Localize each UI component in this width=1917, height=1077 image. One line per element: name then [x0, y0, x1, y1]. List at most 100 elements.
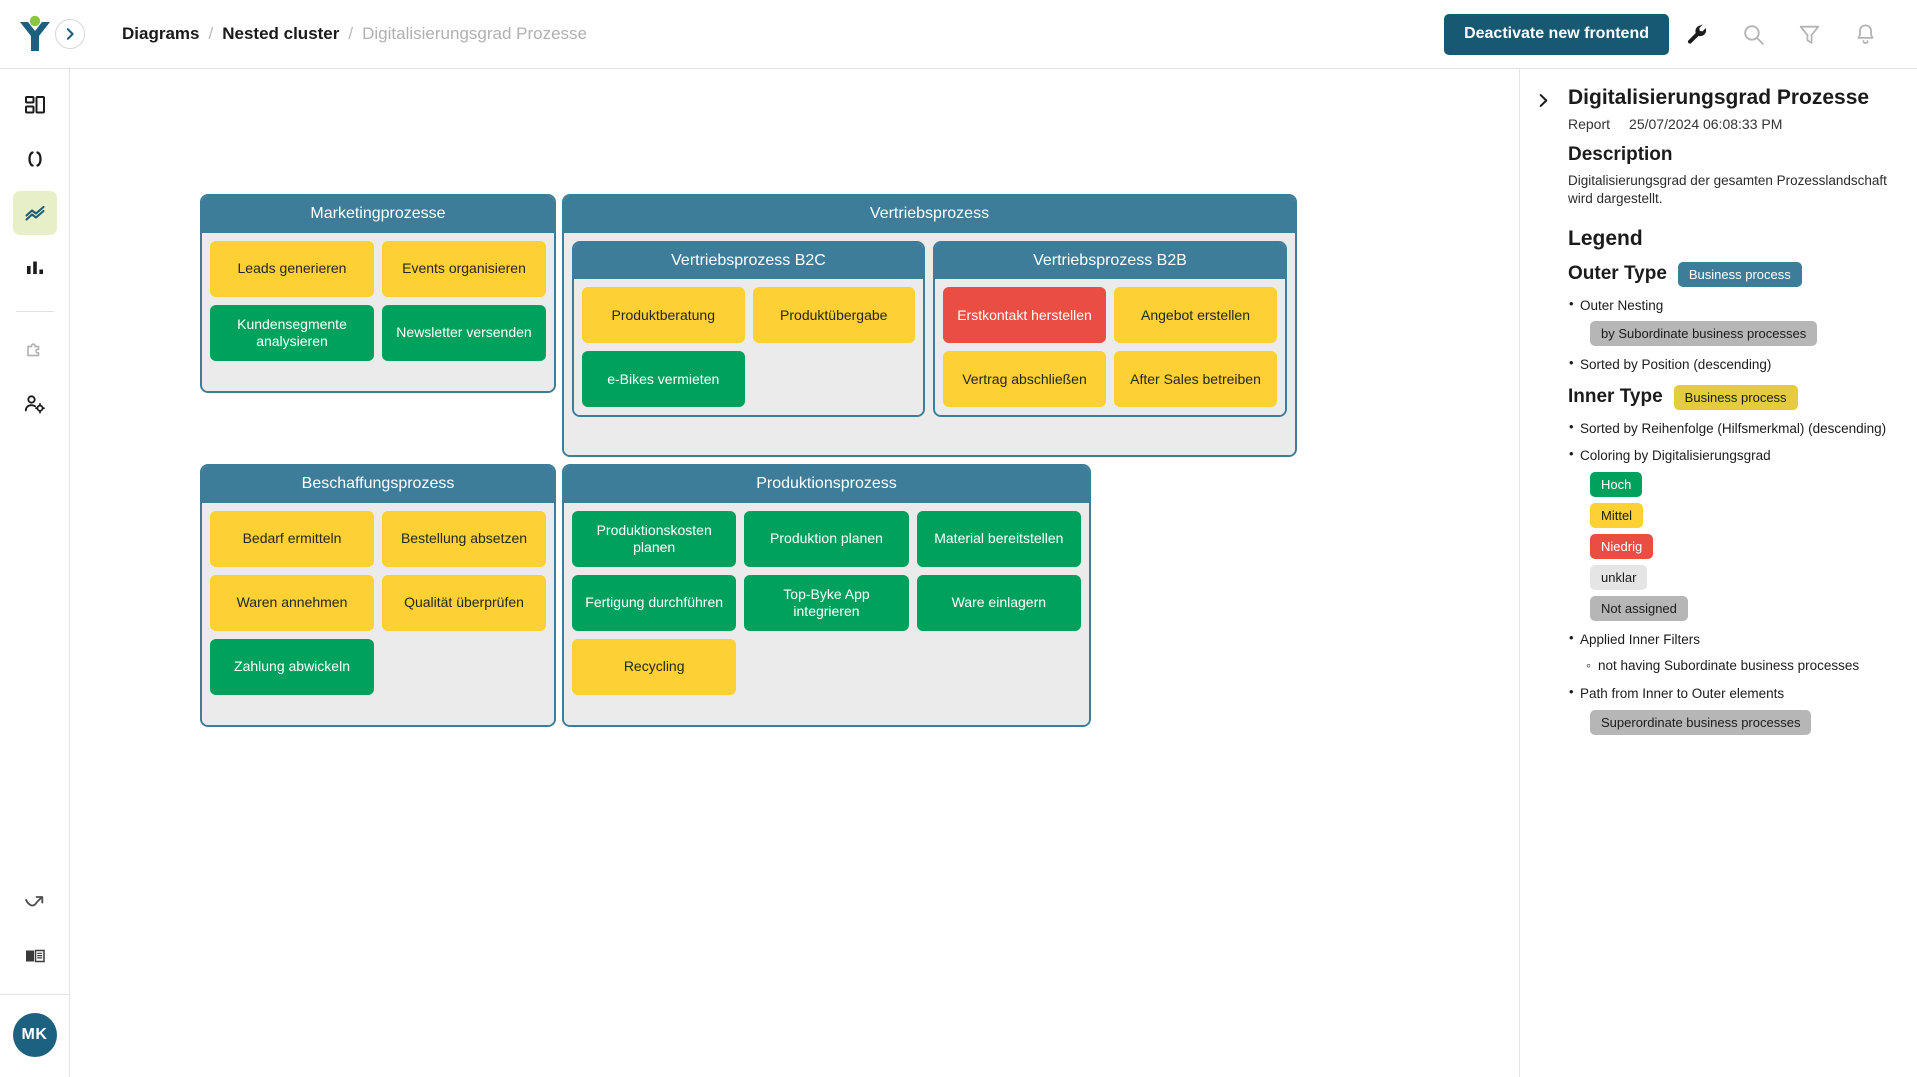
node-kundensegmente-analysieren[interactable]: Kundensegmente analysieren	[210, 305, 374, 361]
breadcrumb-separator: /	[348, 24, 353, 44]
outer-nesting-chip-line: by Subordinate business processes	[1568, 321, 1899, 346]
cluster-body: Produktionskosten planen Produktion plan…	[564, 503, 1089, 725]
node-bedarf-ermitteln[interactable]: Bedarf ermitteln	[210, 511, 374, 567]
subcluster-body: Produktberatung Produktübergabe e-Bikes …	[574, 279, 923, 415]
node-after-sales-betreiben[interactable]: After Sales betreiben	[1114, 351, 1277, 407]
legend-chip-mittel[interactable]: Mittel	[1590, 503, 1643, 528]
node-produktuebergabe[interactable]: Produktübergabe	[753, 287, 916, 343]
node-vertrag-abschliessen[interactable]: Vertrag abschließen	[943, 351, 1106, 407]
outer-type-chip[interactable]: Business process	[1678, 262, 1802, 287]
avatar[interactable]: MK	[13, 1013, 57, 1057]
legend-chip-unklar[interactable]: unklar	[1590, 565, 1647, 590]
legend-chip-niedrig[interactable]: Niedrig	[1590, 534, 1653, 559]
node-recycling[interactable]: Recycling	[572, 639, 736, 695]
report-type-label: Report	[1568, 116, 1610, 132]
sidebar-item-dashboard[interactable]	[13, 83, 57, 127]
legend-chip-not-assigned[interactable]: Not assigned	[1590, 596, 1688, 621]
outer-nesting-chip[interactable]: by Subordinate business processes	[1590, 321, 1817, 346]
cluster-title: Marketingprozesse	[202, 196, 554, 233]
sidebar-item-code[interactable]	[13, 137, 57, 181]
details-panel: Digitalisierungsgrad Prozesse Report 25/…	[1520, 69, 1917, 1077]
node-row: Kundensegmente analysieren Newsletter ve…	[210, 305, 546, 361]
node-bestellung-absetzen[interactable]: Bestellung absetzen	[382, 511, 546, 567]
subcluster-vertriebsprozess-b2c[interactable]: Vertriebsprozess B2C Produktberatung Pro…	[572, 241, 925, 418]
node-zahlung-abwickeln[interactable]: Zahlung abwickeln	[210, 639, 374, 695]
page-title: Digitalisierungsgrad Prozesse	[1568, 85, 1899, 111]
sidebar-bottom-group	[13, 880, 57, 994]
sidebar-item-docs[interactable]	[13, 934, 57, 978]
details-panel-header: Digitalisierungsgrad Prozesse Report 25/…	[1520, 85, 1899, 735]
deactivate-new-frontend-button[interactable]: Deactivate new frontend	[1444, 14, 1669, 55]
node-row: Recycling	[572, 639, 1081, 695]
wrench-icon	[1685, 22, 1710, 47]
node-angebot-erstellen[interactable]: Angebot erstellen	[1114, 287, 1277, 343]
node-row: Vertrag abschließen After Sales betreibe…	[943, 351, 1277, 407]
cluster-marketingprozesse[interactable]: Marketingprozesse Leads generieren Event…	[200, 194, 556, 393]
cluster-produktionsprozess[interactable]: Produktionsprozess Produktionskosten pla…	[562, 464, 1091, 727]
subcluster-row: Vertriebsprozess B2C Produktberatung Pro…	[572, 241, 1287, 418]
chevron-right-icon	[1536, 93, 1551, 108]
sidebar-item-plugins[interactable]	[13, 328, 57, 372]
logo-y-icon	[16, 14, 54, 54]
puzzle-icon	[23, 338, 47, 362]
breadcrumb: Diagrams / Nested cluster / Digitalisier…	[122, 24, 587, 44]
description-heading: Description	[1568, 144, 1899, 166]
outer-type-label: Outer Type	[1568, 263, 1667, 285]
cluster-title: Vertriebsprozess	[564, 196, 1295, 233]
cluster-vertriebsprozess[interactable]: Vertriebsprozess Vertriebsprozess B2C Pr…	[562, 194, 1297, 457]
node-waren-annehmen[interactable]: Waren annehmen	[210, 575, 374, 631]
legend-heading: Legend	[1568, 227, 1899, 251]
node-erstkontakt-herstellen[interactable]: Erstkontakt herstellen	[943, 287, 1106, 343]
node-ebikes-vermieten[interactable]: e-Bikes vermieten	[582, 351, 745, 407]
subcluster-vertriebsprozess-b2b[interactable]: Vertriebsprozess B2B Erstkontakt herstel…	[933, 241, 1287, 418]
node-placeholder	[917, 639, 1081, 695]
notifications-button[interactable]	[1837, 9, 1893, 59]
panel-expand-button[interactable]	[1530, 87, 1556, 113]
diagram-canvas[interactable]: Marketingprozesse Leads generieren Event…	[70, 69, 1520, 1077]
outer-nesting-bullet: Outer Nesting	[1568, 297, 1899, 315]
node-produktberatung[interactable]: Produktberatung	[582, 287, 745, 343]
node-placeholder	[753, 351, 916, 407]
node-leads-generieren[interactable]: Leads generieren	[210, 241, 374, 297]
node-produktionskosten-planen[interactable]: Produktionskosten planen	[572, 511, 736, 567]
filter-button[interactable]	[1781, 9, 1837, 59]
search-button[interactable]	[1725, 9, 1781, 59]
sidebar-collapse-button[interactable]	[55, 19, 85, 49]
applied-filters-sub-bullet: not having Subordinate business processe…	[1568, 657, 1899, 675]
nested-cluster-diagram: Marketingprozesse Leads generieren Event…	[200, 194, 1297, 727]
diagram-wave-icon	[23, 201, 47, 225]
inner-type-chip[interactable]: Business process	[1674, 385, 1798, 410]
top-bar: Diagrams / Nested cluster / Digitalisier…	[0, 0, 1917, 69]
node-newsletter-versenden[interactable]: Newsletter versenden	[382, 305, 546, 361]
node-events-organisieren[interactable]: Events organisieren	[382, 241, 546, 297]
cluster-body: Bedarf ermitteln Bestellung absetzen War…	[202, 503, 554, 725]
node-fertigung-durchfuehren[interactable]: Fertigung durchführen	[572, 575, 736, 631]
path-bullet: Path from Inner to Outer elements	[1568, 685, 1899, 703]
subcluster-title: Vertriebsprozess B2B	[935, 243, 1285, 280]
subcluster-title: Vertriebsprozess B2C	[574, 243, 923, 280]
sidebar-item-user-settings[interactable]	[13, 382, 57, 426]
sidebar-item-share[interactable]	[13, 880, 57, 924]
sidebar-item-reports[interactable]	[13, 245, 57, 289]
node-material-bereitstellen[interactable]: Material bereitstellen	[917, 511, 1081, 567]
node-produktion-planen[interactable]: Produktion planen	[744, 511, 908, 567]
breadcrumb-item-nested-cluster[interactable]: Nested cluster	[222, 24, 339, 44]
node-placeholder	[744, 639, 908, 695]
cluster-beschaffungsprozess[interactable]: Beschaffungsprozess Bedarf ermitteln Bes…	[200, 464, 556, 727]
inner-sorted-bullet: Sorted by Reihenfolge (Hilfsmerkmal) (de…	[1568, 420, 1899, 438]
settings-wrench-button[interactable]	[1669, 9, 1725, 59]
sidebar-item-diagrams[interactable]	[13, 191, 57, 235]
node-top-byke-app-integrieren[interactable]: Top-Byke App integrieren	[744, 575, 908, 631]
breadcrumb-item-diagrams[interactable]: Diagrams	[122, 24, 199, 44]
node-qualitaet-ueberpruefen[interactable]: Qualität überprüfen	[382, 575, 546, 631]
main-body: MK Marketingprozesse Leads generieren Ev…	[0, 69, 1917, 1077]
path-chip[interactable]: Superordinate business processes	[1590, 710, 1811, 735]
legend-chip-hoch[interactable]: Hoch	[1590, 472, 1642, 497]
coloring-bullet: Coloring by Digitalisierungsgrad	[1568, 447, 1899, 465]
user-settings-icon	[23, 392, 47, 416]
node-ware-einlagern[interactable]: Ware einlagern	[917, 575, 1081, 631]
coloring-value-hoch-line: Hoch	[1568, 472, 1899, 497]
path-chip-line: Superordinate business processes	[1568, 710, 1899, 735]
description-text: Digitalisierungsgrad der gesamten Prozes…	[1568, 172, 1899, 208]
share-arrow-icon	[23, 890, 47, 914]
